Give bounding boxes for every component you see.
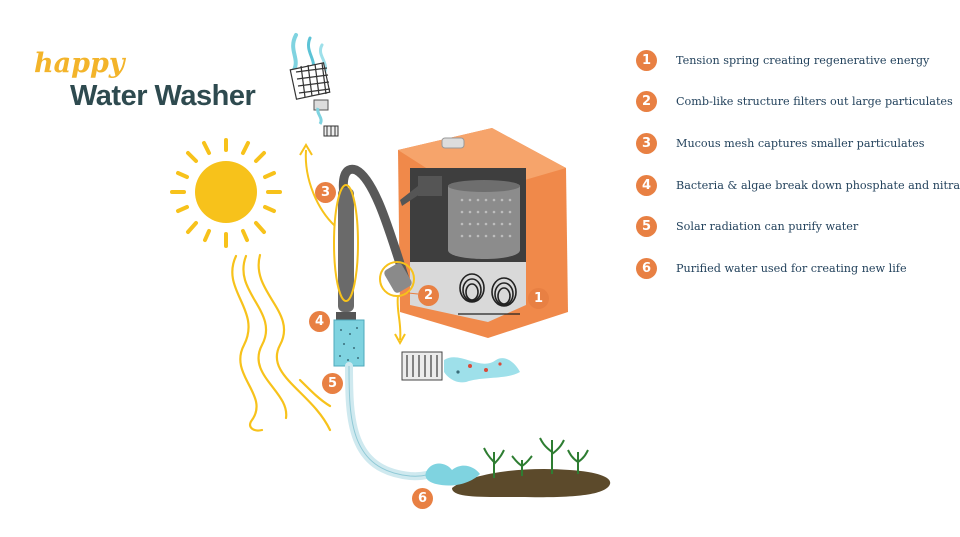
arrow-up-icon (304, 149, 336, 227)
marker-2: 2 (418, 285, 439, 306)
legend-item: 4 Bacteria & algae break down phosphate … (636, 173, 960, 197)
mesh-filter-icon (289, 33, 339, 137)
legend-badge: 5 (636, 215, 657, 237)
soil-plants-icon (452, 437, 611, 498)
legend-item: 2 Comb-like structure filters out large … (636, 89, 953, 113)
legend-badge: 6 (636, 257, 657, 279)
water-splash-icon (425, 463, 480, 486)
marker-1: 1 (528, 288, 549, 309)
legend-badge: 2 (636, 90, 657, 112)
page-title: Water Washer (70, 80, 256, 112)
marker-5: 5 (322, 373, 343, 394)
comb-filter-icon (401, 351, 520, 383)
solar-rays (231, 253, 332, 432)
legend-text: Mucous mesh captures smaller particulate… (676, 136, 925, 150)
legend-text: Tension spring creating regenerative ene… (676, 53, 930, 67)
legend-text: Bacteria & algae break down phosphate an… (676, 178, 960, 192)
washing-machine-icon (398, 128, 568, 338)
title-script: happy (34, 48, 125, 79)
legend-text: Comb-like structure filters out large pa… (676, 94, 953, 108)
legend-badge: 4 (636, 174, 657, 196)
marker-3: 3 (315, 182, 336, 203)
legend-text: Solar radiation can purify water (676, 219, 859, 233)
legend-text: Purified water used for creating new lif… (676, 261, 907, 275)
sun-icon (170, 138, 282, 248)
legend-item: 5 Solar radiation can purify water (636, 214, 858, 238)
legend-item: 3 Mucous mesh captures smaller particula… (636, 131, 925, 155)
marker-6: 6 (412, 488, 433, 509)
legend-item: 1 Tension spring creating regenerative e… (636, 48, 929, 72)
marker-4: 4 (309, 311, 330, 332)
legend-item: 6 Purified water used for creating new l… (636, 256, 907, 280)
legend-badge: 3 (636, 132, 657, 154)
legend-badge: 1 (636, 49, 657, 71)
